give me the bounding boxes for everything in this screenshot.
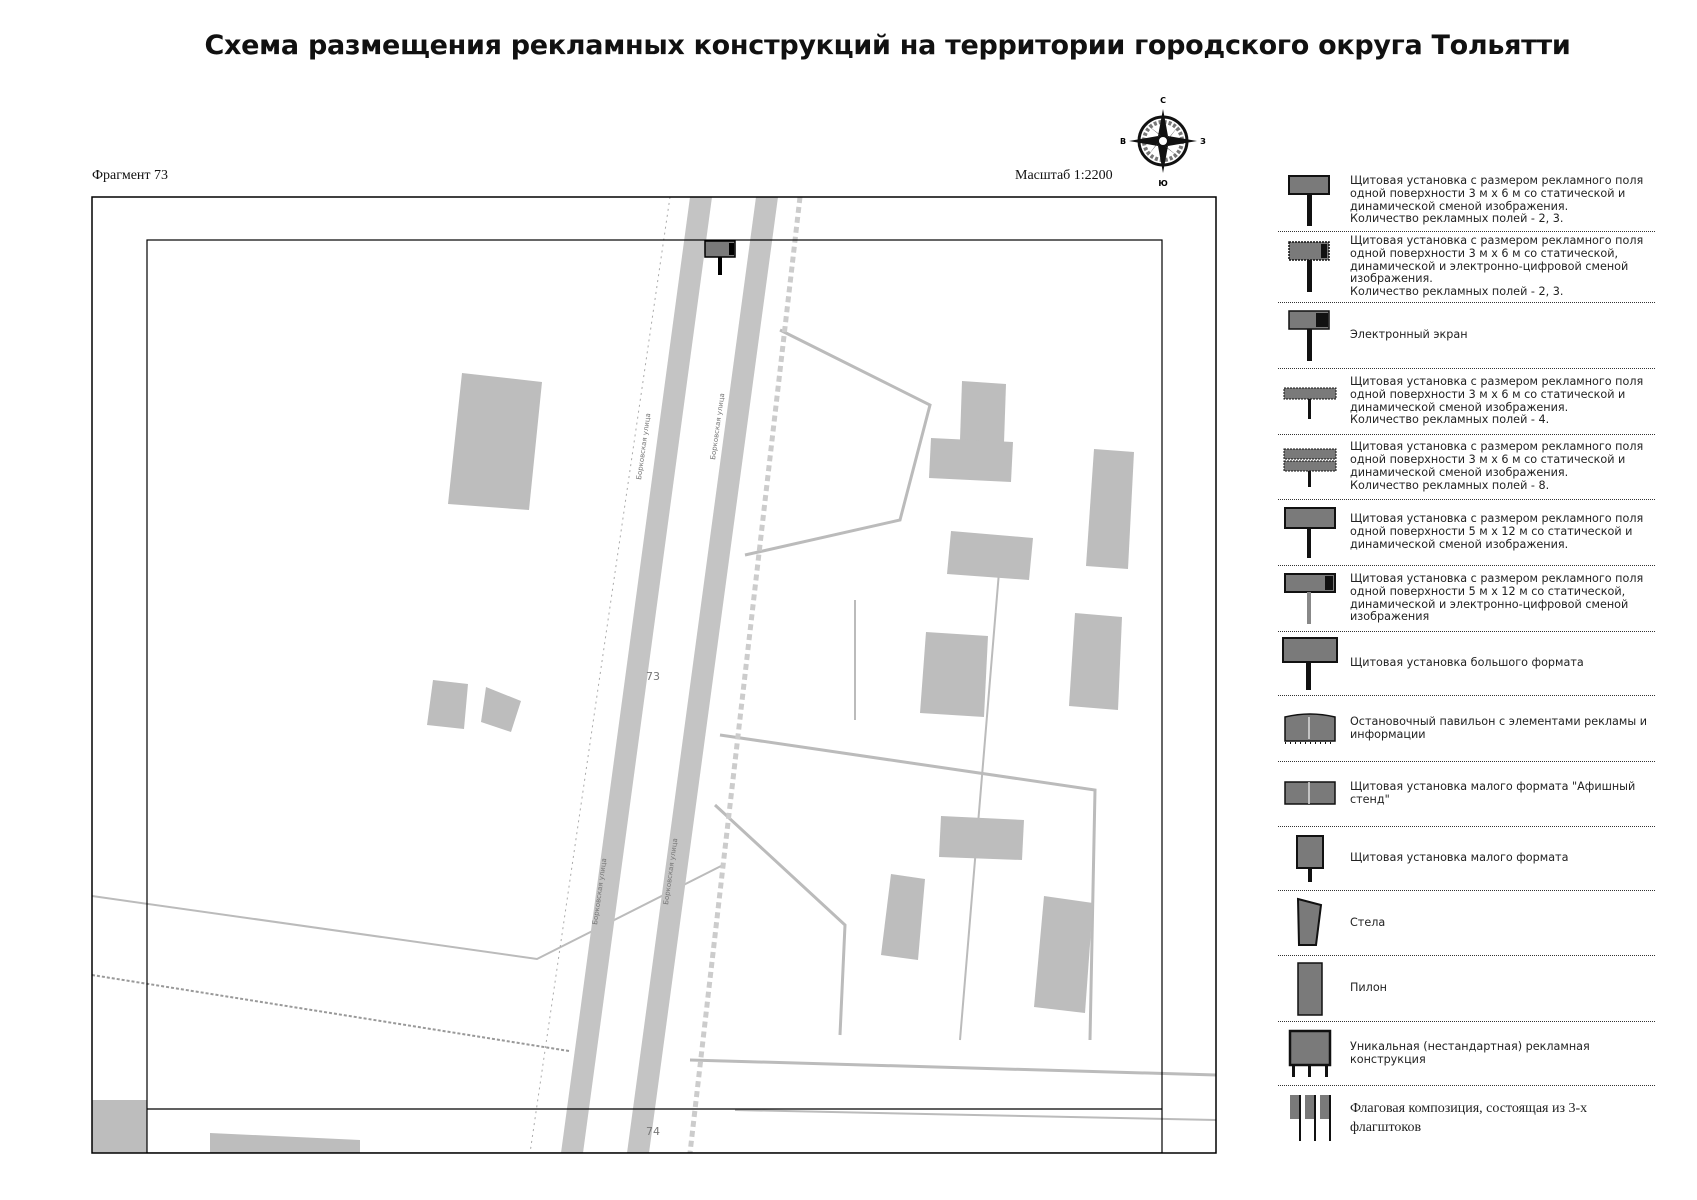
- compass-east: З: [1200, 137, 1206, 146]
- compass-rose-icon: С Ю З В: [1120, 96, 1206, 188]
- legend-item: Щитовая установка с размером рекламного …: [1278, 170, 1655, 232]
- legend-item: Уникальная (нестандартная) рекламная кон…: [1278, 1022, 1655, 1086]
- map-outer-frame: [91, 196, 1217, 1154]
- footpaths: [92, 328, 1216, 1121]
- legend-item: Щитовая установка большого формата: [1278, 632, 1655, 696]
- compass-south: Ю: [1158, 179, 1167, 188]
- compass-north: С: [1160, 96, 1166, 105]
- building: [448, 373, 542, 510]
- fragment-label: Фрагмент 73: [92, 168, 169, 183]
- legend: Щитовая установка с размером рекламного …: [1278, 170, 1655, 1150]
- billboard-5x12-digital-icon: [1284, 572, 1336, 624]
- large-format-billboard-icon: [1282, 636, 1338, 690]
- street-label: Борковская улица: [635, 413, 652, 481]
- road-west-carriageway: [561, 197, 712, 1153]
- legend-item: Щитовая установка с размером рекламного …: [1278, 369, 1655, 435]
- legend-item: Щитовая установка с размером рекламного …: [1278, 500, 1655, 566]
- road-east-carriageway: [627, 197, 778, 1153]
- boundary-line: [529, 197, 671, 1153]
- billboard-8-fields-icon: [1283, 448, 1337, 487]
- legend-item: Щитовая установка малого формата "Афишны…: [1278, 762, 1655, 827]
- buildings: [92, 373, 1134, 1153]
- building: [210, 1133, 360, 1153]
- scale-label: Масштаб 1:2200: [1015, 168, 1113, 183]
- legend-item: Электронный экран: [1278, 303, 1655, 369]
- bus-stop-pavilion-icon: [1284, 712, 1336, 744]
- fragment-frame: [146, 239, 1163, 1153]
- legend-item: Щитовая установка с размером рекламного …: [1278, 566, 1655, 632]
- building: [929, 438, 1013, 482]
- legend-item: Щитовая установка с размером рекламного …: [1278, 435, 1655, 500]
- legend-item: Флаговая композиция, состоящая из 3-х фл…: [1278, 1086, 1655, 1150]
- poster-stand-icon: [1284, 781, 1336, 805]
- building: [939, 816, 1024, 860]
- legend-item: Стела: [1278, 891, 1655, 956]
- building: [481, 687, 521, 732]
- page-title: Схема размещения рекламных конструкций н…: [204, 30, 1571, 61]
- compass-west: В: [1120, 137, 1126, 146]
- building: [1069, 613, 1122, 710]
- billboard-3x6-digital-icon: [1288, 241, 1330, 292]
- building: [920, 632, 988, 717]
- building: [427, 680, 468, 729]
- legend-item: Остановочный павильон с элементами рекла…: [1278, 696, 1655, 762]
- small-format-billboard-icon: [1296, 834, 1324, 882]
- building: [960, 381, 1006, 443]
- legend-item: Пилон: [1278, 956, 1655, 1022]
- unique-construction-icon: [1288, 1029, 1332, 1077]
- building: [92, 1100, 147, 1153]
- fragment-number-73: 73: [646, 670, 660, 683]
- billboard-4-fields-icon: [1283, 387, 1337, 419]
- billboard-3x6-icon: [1288, 174, 1330, 226]
- building: [1034, 896, 1093, 1013]
- billboard-marker[interactable]: [704, 240, 736, 275]
- legend-item: Щитовая установка с размером рекламного …: [1278, 232, 1655, 303]
- sidewalk: [687, 197, 803, 1153]
- legend-item: Щитовая установка малого формата: [1278, 827, 1655, 891]
- fragment-number-74: 74: [646, 1125, 660, 1138]
- stela-icon: [1296, 897, 1323, 946]
- billboard-5x12-icon: [1284, 506, 1336, 558]
- building: [881, 874, 925, 960]
- building: [1086, 449, 1134, 569]
- flag-composition-icon: [1290, 1095, 1331, 1141]
- electronic-screen-icon: [1288, 309, 1330, 361]
- pylon-icon: [1297, 961, 1323, 1016]
- building: [947, 531, 1033, 580]
